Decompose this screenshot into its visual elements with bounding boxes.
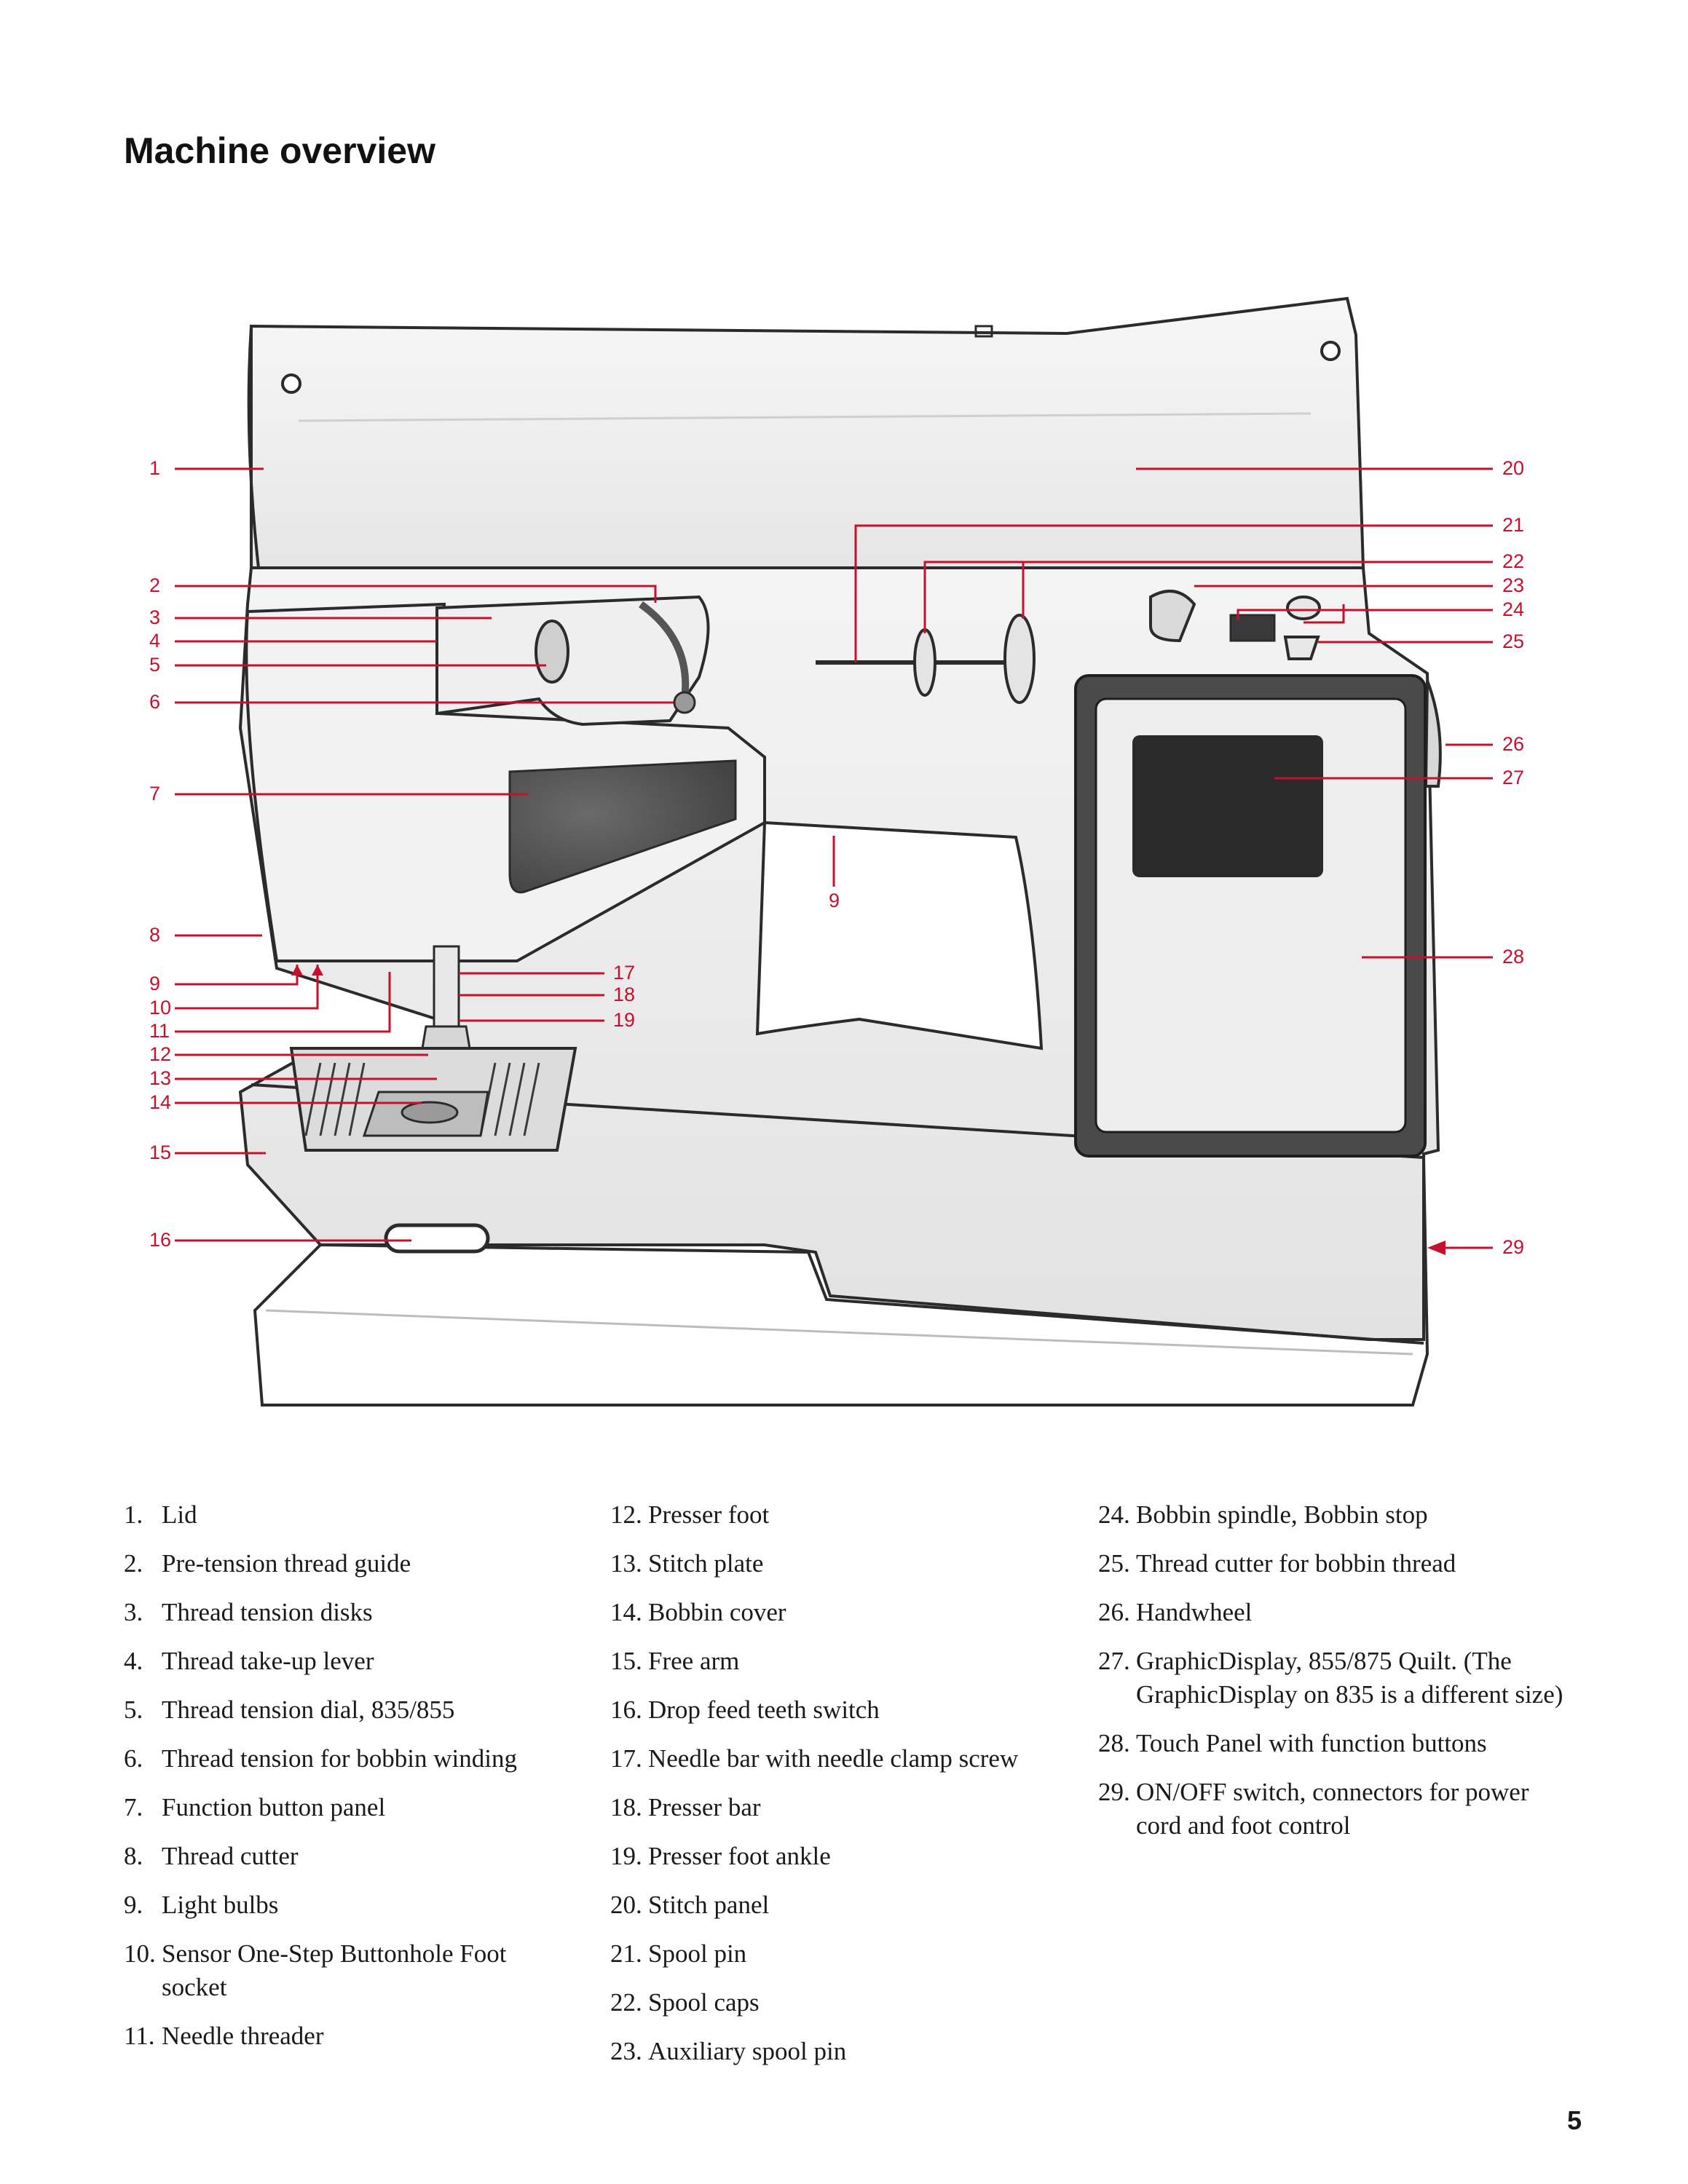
legend-column-1: 1.Lid 2.Pre-tension thread guide 3.Threa… [124, 1498, 575, 2068]
callout-25: 25 [1502, 630, 1524, 652]
callout-26: 26 [1502, 733, 1524, 755]
callout-17: 17 [613, 962, 635, 984]
legend-item: 27.GraphicDisplay, 855/875 Quilt. (The G… [1098, 1647, 1563, 1709]
callout-8: 8 [149, 924, 160, 946]
callout-16: 16 [149, 1229, 171, 1251]
callout-10: 10 [149, 997, 171, 1018]
callout-3: 3 [149, 606, 160, 628]
callout-9: 9 [149, 973, 160, 994]
callout-6: 6 [149, 691, 160, 713]
legend-item: 29.ON/OFF switch, connectors for power c… [1098, 1778, 1529, 1840]
legend-item: 13.Stitch plate [610, 1549, 764, 1578]
callout-23: 23 [1502, 574, 1524, 596]
machine-body [238, 566, 1442, 1406]
callout-18: 18 [613, 984, 635, 1005]
lid [247, 296, 1365, 569]
callout-14: 14 [149, 1091, 171, 1113]
legend-item: 11.Needle threader [124, 2022, 324, 2050]
callout-24: 24 [1502, 598, 1524, 620]
legend-item: 14.Bobbin cover [610, 1598, 786, 1626]
callout-4: 4 [149, 630, 160, 652]
legend-item: 8.Thread cutter [124, 1842, 299, 1870]
callout-27: 27 [1502, 767, 1524, 788]
callout-12: 12 [149, 1043, 171, 1065]
leader-lines [175, 467, 1493, 1255]
legend-column-2: 12.Presser foot 13.Stitch plate 14.Bobbi… [610, 1498, 1076, 2084]
callout-11: 11 [149, 1020, 170, 1042]
callout-5: 5 [149, 654, 160, 676]
callout-20: 20 [1502, 457, 1524, 479]
legend-item: 15.Free arm [610, 1647, 740, 1675]
legend-item: 19.Presser foot ankle [610, 1842, 831, 1870]
legend-item: 25.Thread cutter for bobbin thread [1098, 1549, 1456, 1578]
legend-item: 28.Touch Panel with function buttons [1098, 1729, 1487, 1757]
legend-item: 3.Thread tension disks [124, 1598, 373, 1626]
callout-numbers: 1 2 3 4 5 6 7 8 9 10 11 12 13 14 15 16 1… [149, 457, 1524, 1258]
legend-item: 18.Presser bar [610, 1793, 761, 1821]
callout-1: 1 [149, 457, 160, 479]
callout-21: 21 [1502, 514, 1524, 536]
legend-item: 1.Lid [124, 1500, 197, 1529]
callout-2: 2 [149, 574, 160, 596]
legend-item: 21.Spool pin [610, 1939, 747, 1968]
legend-item: 16.Drop feed teeth switch [610, 1696, 880, 1724]
callout-28: 28 [1502, 946, 1524, 968]
callout-22: 22 [1502, 550, 1524, 572]
callout-19: 19 [613, 1009, 635, 1031]
legend-item: 22.Spool caps [610, 1988, 760, 2017]
legend-item: 4.Thread take-up lever [124, 1647, 374, 1675]
page-title: Machine overview [124, 130, 435, 171]
page-number: 5 [1567, 2105, 1582, 2135]
legend-item: 6.Thread tension for bobbin winding [124, 1744, 517, 1773]
legend-item: 10.Sensor One-Step Buttonhole Foot socke… [124, 1939, 507, 2001]
legend-column-3: 24.Bobbin spindle, Bobbin stop 25.Thread… [1098, 1498, 1564, 1858]
callout-15: 15 [149, 1142, 171, 1163]
legend-item: 7.Function button panel [124, 1793, 386, 1821]
sewing-machine-diagram: 1 2 3 4 5 6 7 8 9 10 11 12 13 14 15 16 1… [149, 296, 1524, 1406]
legend-item: 5.Thread tension dial, 835/855 [124, 1696, 455, 1724]
callout-13: 13 [149, 1067, 171, 1089]
legend-item: 17.Needle bar with needle clamp screw [610, 1744, 1019, 1773]
legend-item: 2.Pre-tension thread guide [124, 1549, 411, 1578]
callout-29: 29 [1502, 1236, 1524, 1258]
legend-item: 9.Light bulbs [124, 1891, 279, 1919]
legend-item: 12.Presser foot [610, 1500, 770, 1529]
legend-item: 24.Bobbin spindle, Bobbin stop [1098, 1500, 1428, 1529]
legend-item: 23.Auxiliary spool pin [610, 2037, 847, 2065]
legend-item: 26.Handwheel [1098, 1598, 1253, 1626]
callout-7: 7 [149, 783, 160, 804]
callout-9b: 9 [829, 890, 840, 911]
legend-item: 20.Stitch panel [610, 1891, 770, 1919]
